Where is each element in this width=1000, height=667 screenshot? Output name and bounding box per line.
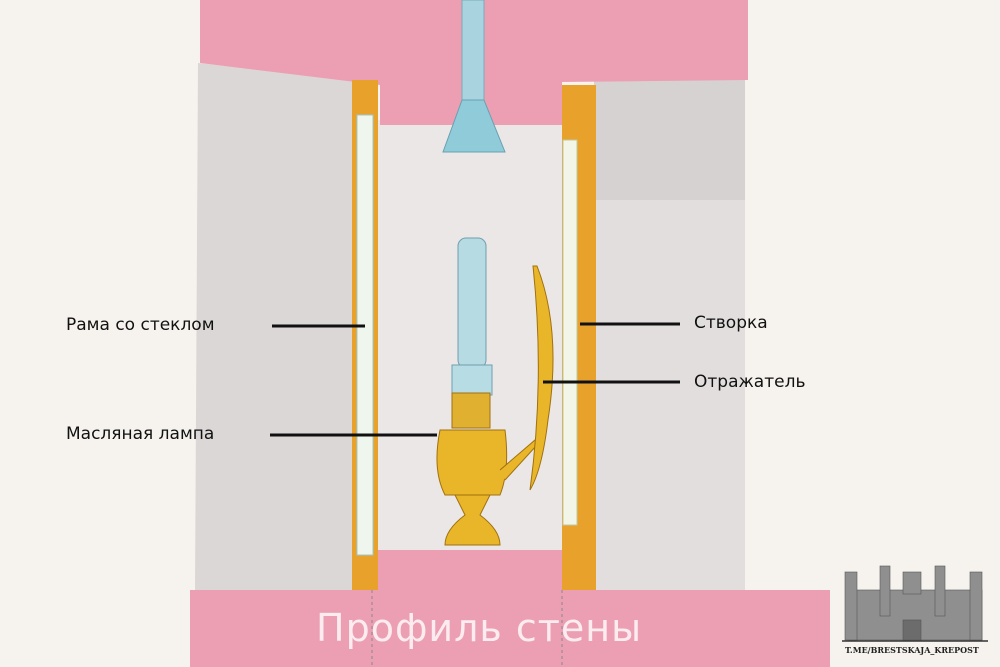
left-glass [356,114,374,556]
right-glass [562,139,578,526]
fortress-logo [842,565,988,642]
lamp-base [444,494,501,546]
vent-hood [442,99,506,153]
lamp-chimney [457,237,487,369]
label-frame-with-glass: Рама со стеклом [66,315,215,335]
label-sash: Створка [694,313,768,333]
vent-pipe [461,0,485,103]
lamp-body [436,429,508,496]
lower-wall [190,590,830,667]
logo-text: T.ME/BRESTSKAJA_KREPOST [845,645,979,655]
diagram-title: Профиль стены [316,606,643,650]
right-niche-upper [594,80,745,200]
lamp-burner [451,364,493,396]
lamp-neck [451,392,491,429]
label-oil-lamp: Масляная лампа [66,424,215,444]
reflector [529,265,554,491]
lower-sill [376,550,562,592]
label-reflector: Отражатель [694,372,806,392]
